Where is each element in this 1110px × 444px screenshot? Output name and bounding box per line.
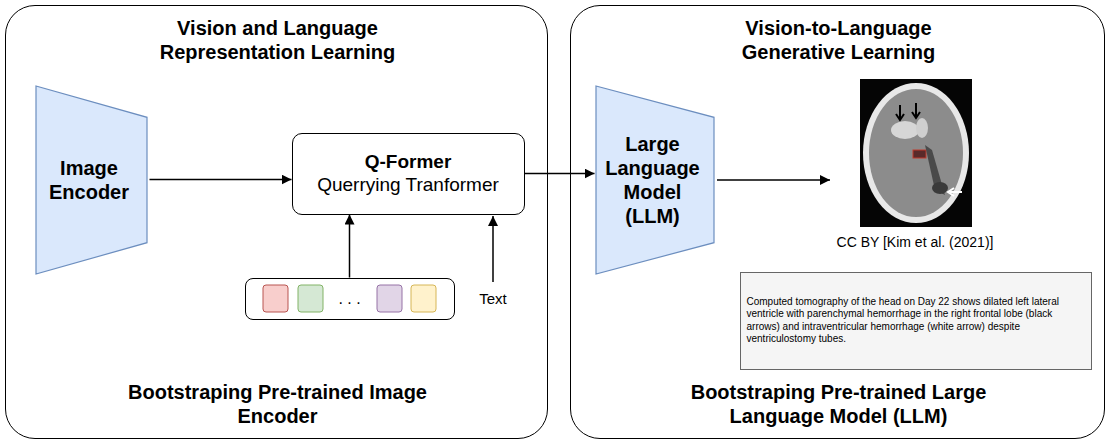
output-arrow — [717, 179, 830, 181]
arrow-connector — [150, 179, 292, 181]
arrow-connector — [349, 215, 351, 278]
ct-scan-image — [860, 79, 972, 227]
caption-box: Computed tomography of the head on Day 2… — [740, 272, 1092, 370]
node-title: Large Language Model (LLM) — [599, 132, 707, 228]
credit-label: CC BY [Kim et al. (2021)] — [815, 234, 1015, 250]
panel-footer: Bootstraping Pre-trained Image Encoder — [128, 380, 428, 428]
qformer-box: Q-FormerQuerrying Tranformer — [292, 133, 525, 215]
panel-title: Vision and Language Representation Learn… — [113, 16, 443, 64]
query-token — [263, 285, 288, 312]
text-wrap: Computed tomography of the head on Day 2… — [741, 273, 1091, 369]
input-label: Text — [470, 290, 516, 307]
llm-trapezoid: Large Language Model (LLM) — [595, 85, 717, 275]
query-token — [377, 285, 402, 312]
text-wrap: Q-FormerQuerrying Tranformer — [293, 134, 524, 214]
input-arrow — [492, 216, 494, 282]
stage-panel: Vision-to-Language Generative LearningBo… — [570, 5, 1105, 439]
trapezoid-shape — [595, 85, 715, 275]
query-tokens-box: . . . — [245, 278, 455, 320]
query-token — [411, 285, 436, 312]
panel-footer: Bootstraping Pre-trained Large Language … — [669, 380, 1009, 428]
query-token — [298, 285, 323, 312]
node-title: . . . — [338, 289, 360, 308]
arrow-connector — [525, 173, 595, 175]
node-title: Image Encoder — [39, 156, 140, 204]
stage-panel: Vision and Language Representation Learn… — [5, 5, 548, 439]
text-wrap: Large Language Model (LLM) — [595, 85, 717, 275]
encoder-trapezoid: Image Encoder — [35, 85, 150, 275]
text-wrap: Image Encoder — [35, 85, 150, 275]
panel-title: Vision-to-Language Generative Learning — [709, 16, 969, 64]
text-wrap: . . . — [246, 279, 454, 319]
node-title: Q-Former — [365, 151, 452, 174]
node-subtitle: Querrying Tranformer — [317, 174, 499, 197]
caption-text: Computed tomography of the head on Day 2… — [747, 296, 1085, 346]
trapezoid-shape — [35, 85, 148, 275]
